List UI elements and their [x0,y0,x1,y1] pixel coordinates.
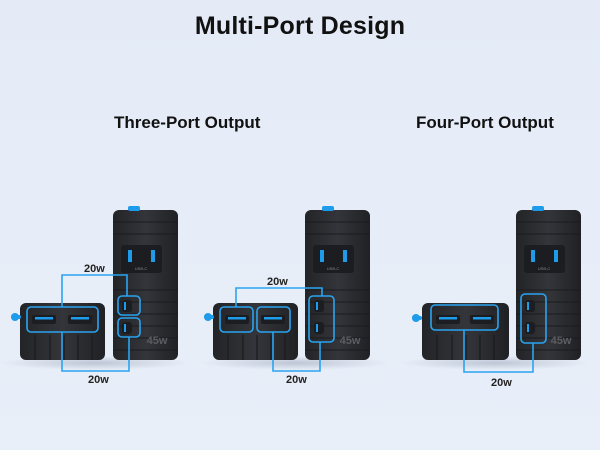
led-indicator [128,206,140,211]
port-caption: USB-C [135,266,148,271]
scenario-2-illustration: USB-C 45w [200,206,390,372]
scenario-2-top-wattage: 20w [267,276,288,288]
short-charger [204,303,298,360]
tall-charger: USB-C 45w [305,206,370,360]
port-caption: USB-C [327,266,340,271]
port-highlights [219,287,335,372]
short-charger [412,303,509,360]
scenario-1-top-wattage: 20w [84,263,105,275]
tall-charger: USB-C 45w [516,206,581,360]
led-indicator [532,206,544,211]
scenario-title-three-port: Three-Port Output [114,113,261,132]
wattage-label: 45w [147,335,168,347]
scenario-1-illustration: USB-C 45w [0,206,190,372]
port-highlights [26,274,141,372]
wattage-label: 45w [551,335,572,347]
port-caption: USB-C [538,266,551,271]
tall-charger: USB-C 45w [113,206,178,360]
page-title: Multi-Port Design [194,12,406,40]
wattage-label: 45w [340,335,361,347]
scenario-title-four-port: Four-Port Output [416,113,554,132]
led-indicator [322,206,334,211]
scenario-3-illustration: USB-C 45w [400,206,590,373]
scenario-1-bottom-wattage: 20w [88,374,109,386]
scenario-2-bottom-wattage: 20w [286,374,307,386]
scenario-3-bottom-wattage: 20w [491,377,512,389]
port-highlights [430,293,547,373]
